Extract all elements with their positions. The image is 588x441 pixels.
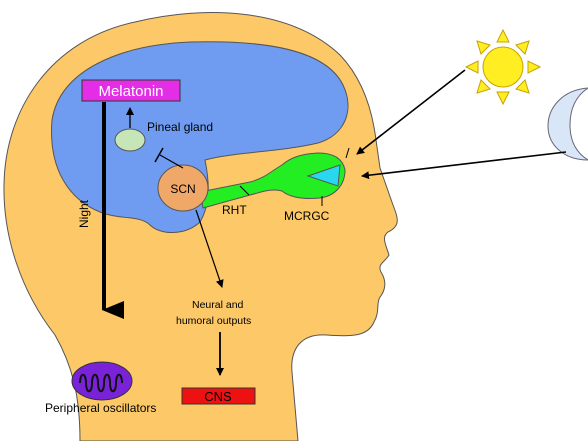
- cns-label: CNS: [204, 389, 232, 404]
- scn-nucleus: [157, 164, 209, 212]
- rht-label: RHT: [222, 203, 247, 217]
- pineal-gland: [114, 128, 146, 152]
- melatonin-box: [81, 79, 181, 102]
- sun-light-arrow: [356, 69, 466, 155]
- peripheral-oscillators-label: Peripheral oscillators: [45, 401, 156, 415]
- neural-outputs-label-2: humoral outputs: [176, 315, 251, 327]
- retinohypothalamic-tract: [199, 152, 346, 209]
- night-label: Night: [77, 199, 91, 228]
- moon-icon: [547, 87, 588, 161]
- cns-box: [181, 387, 256, 405]
- oscillator-wave-icon: [79, 373, 123, 393]
- mcrgc-label: MCRGC: [284, 209, 330, 223]
- sun-icon: [464, 28, 542, 106]
- neural-outputs-label-1: Neural and: [192, 299, 244, 311]
- scn-to-outputs-arrow: [195, 209, 224, 288]
- melatonin-label: Melatonin: [98, 83, 163, 100]
- moon-light-arrow: [361, 151, 567, 180]
- scn-label: SCN: [170, 182, 195, 196]
- pineal-gland-label: Pineal gland: [147, 120, 213, 134]
- eye: [306, 164, 341, 187]
